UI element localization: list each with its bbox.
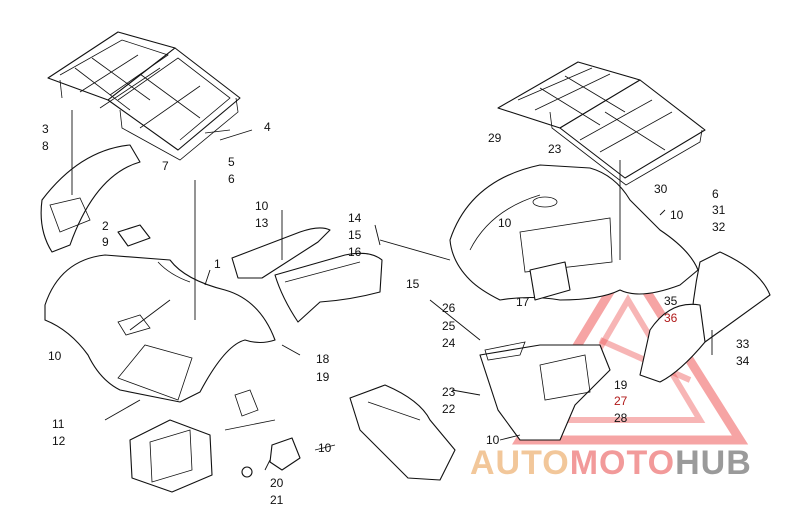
callout-3: 3 — [42, 122, 49, 136]
callout-4: 4 — [264, 120, 271, 134]
front-fender-left — [40, 144, 141, 253]
callout-20: 20 — [270, 476, 284, 490]
watermark-auto: AUTO — [470, 444, 570, 482]
rear-lower-skirt — [479, 261, 611, 441]
callout-18: 18 — [316, 352, 330, 366]
callout-34: 34 — [736, 354, 750, 368]
callout-10e: 10 — [498, 216, 512, 230]
callout-19b: 19 — [614, 378, 628, 392]
mounting-bracket — [129, 389, 301, 493]
callout-30: 30 — [654, 182, 668, 196]
callout-26: 26 — [442, 301, 456, 315]
watermark-hub: HUB — [675, 444, 752, 482]
rear-fender-main — [449, 164, 699, 301]
callout-23b: 23 — [442, 385, 456, 399]
callout-13: 13 — [255, 216, 269, 230]
callout-24: 24 — [442, 336, 456, 350]
callout-10b: 10 — [255, 199, 269, 213]
callout-16: 16 — [348, 245, 362, 259]
rear-fender-right — [639, 251, 771, 383]
callout-10c: 10 — [318, 441, 332, 455]
callout-15: 15 — [348, 228, 362, 242]
callout-33: 33 — [736, 337, 750, 351]
front-fender-main — [44, 254, 276, 403]
callout-15b: 15 — [406, 277, 420, 291]
callout-22: 22 — [442, 402, 456, 416]
callout-2: 2 — [102, 219, 109, 233]
front-rack — [47, 31, 241, 161]
callout-10: 10 — [48, 349, 62, 363]
callout-10f: 10 — [486, 433, 500, 447]
callout-14: 14 — [348, 211, 362, 225]
callout-10d: 10 — [670, 208, 684, 222]
callout-35: 35 — [664, 294, 678, 308]
callout-9: 9 — [102, 235, 109, 249]
callout-11: 11 — [52, 417, 65, 431]
callout-6b: 6 — [712, 187, 719, 201]
callout-31: 31 — [712, 203, 726, 217]
watermark-moto: MOTO — [569, 444, 676, 482]
rear-rack — [497, 61, 706, 186]
callout-36: 36 — [664, 311, 678, 325]
rear-splash-panel — [349, 384, 456, 481]
callout-8: 8 — [42, 139, 49, 153]
callout-19: 19 — [316, 370, 330, 384]
callout-12: 12 — [52, 434, 66, 448]
callout-29: 29 — [488, 131, 502, 145]
leader-lines — [71, 110, 713, 471]
callouts: 3 8 4 7 5 6 2 9 1 10 13 14 15 16 15 10 1… — [42, 120, 750, 507]
callout-27: 27 — [614, 394, 628, 408]
small-cover — [117, 224, 151, 247]
callout-28: 28 — [614, 411, 628, 425]
callout-23: 23 — [548, 142, 562, 156]
callout-21: 21 — [270, 493, 284, 507]
watermark-text: AUTOMOTOHUB — [470, 444, 800, 482]
callout-1: 1 — [214, 257, 221, 271]
callout-25: 25 — [442, 319, 456, 333]
callout-32: 32 — [712, 220, 726, 234]
side-panels — [231, 227, 383, 323]
callout-7: 7 — [162, 159, 169, 173]
callout-17: 17 — [516, 295, 530, 309]
callout-6: 6 — [228, 172, 235, 186]
callout-5: 5 — [228, 155, 235, 169]
